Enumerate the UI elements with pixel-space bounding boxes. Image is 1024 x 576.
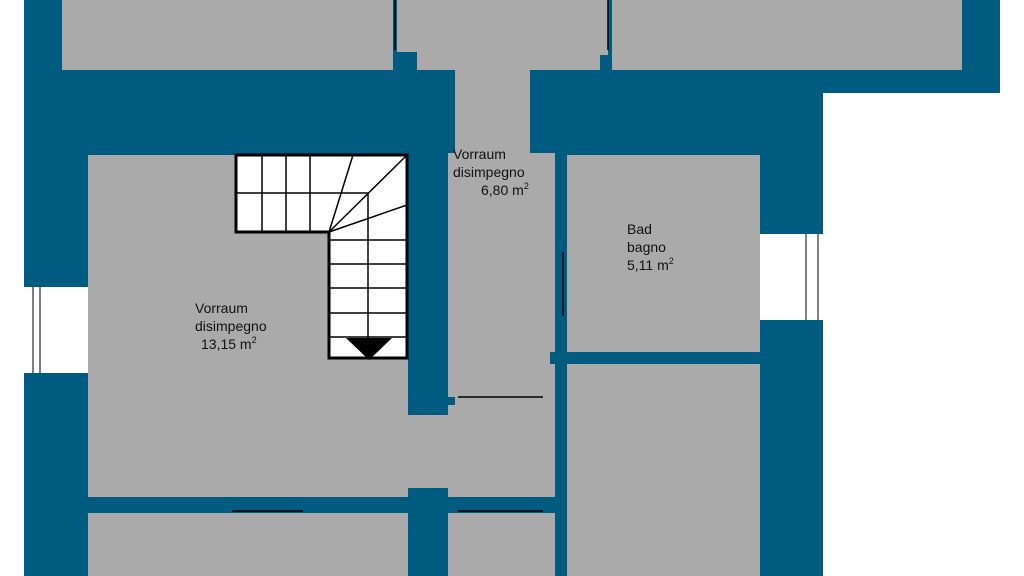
- stair-direction-arrow-icon: [346, 338, 392, 360]
- windows: [24, 234, 823, 373]
- room-area: 5,11 m2: [627, 256, 674, 273]
- room-name-de: Vorraum: [195, 300, 248, 316]
- room-bottom-left: [88, 513, 408, 576]
- room-top-right: [612, 0, 962, 70]
- room-area: 13,15 m2: [201, 335, 257, 352]
- room-name-de: Bad: [627, 221, 652, 237]
- room-label-bad: Bad bagno 5,11 m2: [627, 220, 674, 274]
- staircase: [234, 153, 409, 360]
- doors: [232, 0, 609, 512]
- room-name-it: disimpegno: [453, 164, 525, 180]
- room-name-de: Vorraum: [453, 146, 506, 162]
- room-label-vorraum-corridor: Vorraum disimpegno 6,80 m2: [453, 145, 529, 199]
- room-top-left: [62, 0, 393, 70]
- room-label-vorraum-left: Vorraum disimpegno 13,15 m2: [195, 299, 267, 353]
- room-area: 6,80 m2: [481, 181, 529, 198]
- room-bad: [567, 155, 760, 352]
- corridor: [448, 153, 555, 397]
- window-left: [24, 287, 88, 373]
- room-floors: [62, 0, 962, 576]
- window-right: [760, 234, 823, 320]
- room-right-lower: [567, 364, 760, 576]
- room-name-it: disimpegno: [195, 318, 267, 334]
- corridor-upper: [455, 52, 530, 162]
- room-bottom-center: [448, 513, 555, 576]
- room-name-it: bagno: [627, 239, 666, 255]
